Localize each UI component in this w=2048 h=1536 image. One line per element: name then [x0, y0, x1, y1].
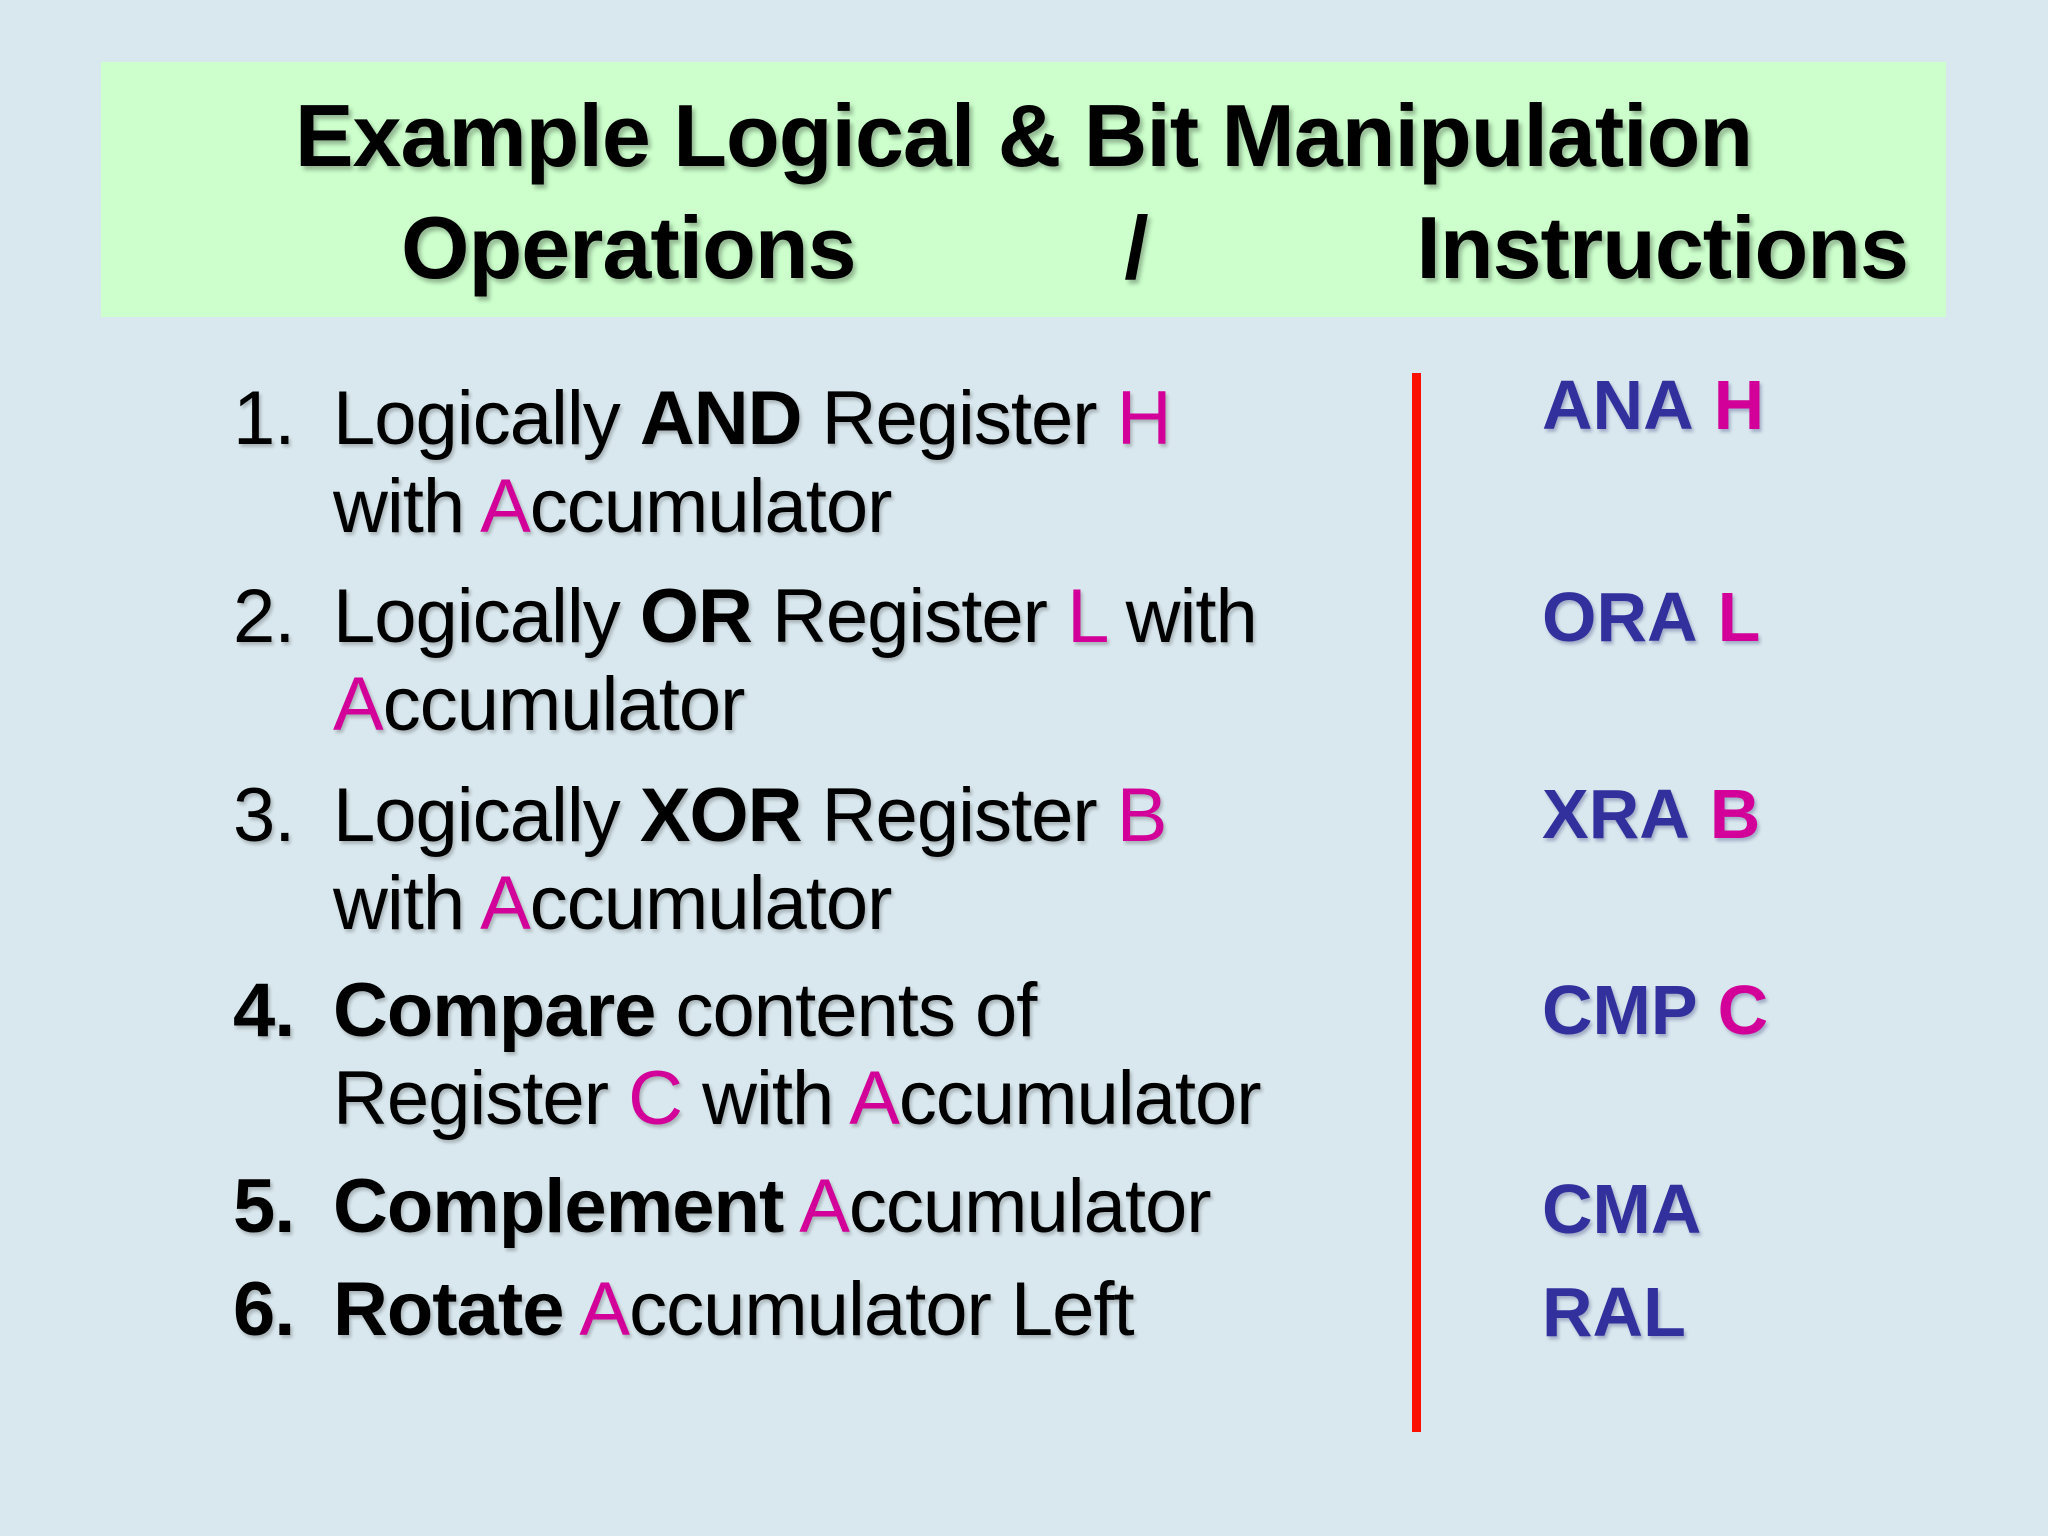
text-segment: with [1105, 574, 1258, 659]
instruction-mnemonic: XRA [1542, 775, 1690, 853]
operation-number: 1. [233, 376, 295, 461]
operations-column-label: Operations [401, 198, 857, 297]
register-letter: A [480, 861, 531, 946]
operation-text: Rotate Accumulator Left [333, 1267, 1135, 1352]
instruction-mnemonic: CMA [1542, 1170, 1702, 1248]
instruction-operand: C [1717, 971, 1769, 1049]
text-segment: ccumulator [898, 1056, 1262, 1141]
text-segment: ccumulator Left [629, 1267, 1135, 1352]
title-separator-slash: / [1124, 198, 1148, 297]
text-segment: with [682, 1056, 850, 1141]
register-letter: B [1116, 773, 1168, 858]
instruction-mnemonic: CMP [1542, 971, 1698, 1049]
register-letter: C [628, 1056, 683, 1141]
text-segment: Register [801, 773, 1117, 858]
instruction-ral: RAL [1542, 1272, 1706, 1352]
instruction-mnemonic: ANA [1542, 366, 1694, 444]
text-segment: ccumulator [848, 1164, 1212, 1249]
register-letter: L [1067, 574, 1106, 659]
title-banner: Example Logical & Bit Manipulation Opera… [101, 62, 1946, 317]
text-segment: Logically [333, 773, 640, 858]
instructions-column-label: Instructions [1416, 198, 1909, 297]
operation-number: 6. [233, 1267, 295, 1352]
instruction-operand: L [1717, 578, 1761, 656]
red-divider-line [1412, 373, 1421, 1432]
operation-text: Complement Accumulator [333, 1164, 1212, 1249]
text-segment: ccumulator [382, 662, 746, 747]
text-segment: ccumulator [529, 464, 893, 549]
register-letter: A [333, 662, 384, 747]
text-segment: Register [801, 376, 1117, 461]
text-segment: Register [333, 1056, 629, 1141]
operation-number: 2. [233, 574, 295, 659]
operation-number: 5. [233, 1164, 295, 1249]
register-letter: A [799, 1164, 850, 1249]
register-letter: A [849, 1056, 900, 1141]
register-letter: H [1116, 376, 1172, 461]
text-segment [563, 1267, 579, 1352]
text-segment: with [333, 861, 481, 946]
text-segment: Register [751, 574, 1068, 659]
operation-number: 4. [233, 968, 295, 1053]
instruction-operand: H [1713, 366, 1765, 444]
operation-item-5: 5. Complement Accumulator [233, 1163, 1212, 1251]
register-letter: A [480, 464, 531, 549]
text-segment: with [333, 464, 481, 549]
text-segment: Complement [333, 1164, 784, 1249]
text-segment: XOR [639, 773, 803, 858]
operation-number: 3. [233, 773, 295, 858]
text-segment: contents of [655, 968, 1038, 1053]
instruction-cma: CMA [1542, 1169, 1721, 1249]
slide-title-line1: Example Logical & Bit Manipulation [294, 86, 1753, 185]
instruction-mnemonic: ORA [1542, 578, 1698, 656]
operation-item-4: 4. Compare contents of Register C with Ac… [233, 967, 1262, 1143]
register-letter: A [579, 1267, 630, 1352]
operation-item-6: 6. Rotate Accumulator Left [233, 1266, 1135, 1354]
text-segment: Rotate [333, 1267, 564, 1352]
text-segment: Logically [333, 574, 640, 659]
instruction-operand: B [1709, 775, 1761, 853]
text-segment: Compare [333, 968, 656, 1053]
operation-text: Compare contents of Register C with Accum… [333, 968, 1262, 1141]
text-segment [783, 1164, 799, 1249]
text-segment: Logically [333, 376, 640, 461]
slide-title-line2: Operations / Instructions [101, 192, 1946, 304]
text-segment: OR [639, 574, 753, 659]
text-segment: AND [639, 376, 803, 461]
instruction-mnemonic: RAL [1542, 1273, 1686, 1351]
text-segment: ccumulator [529, 861, 893, 946]
